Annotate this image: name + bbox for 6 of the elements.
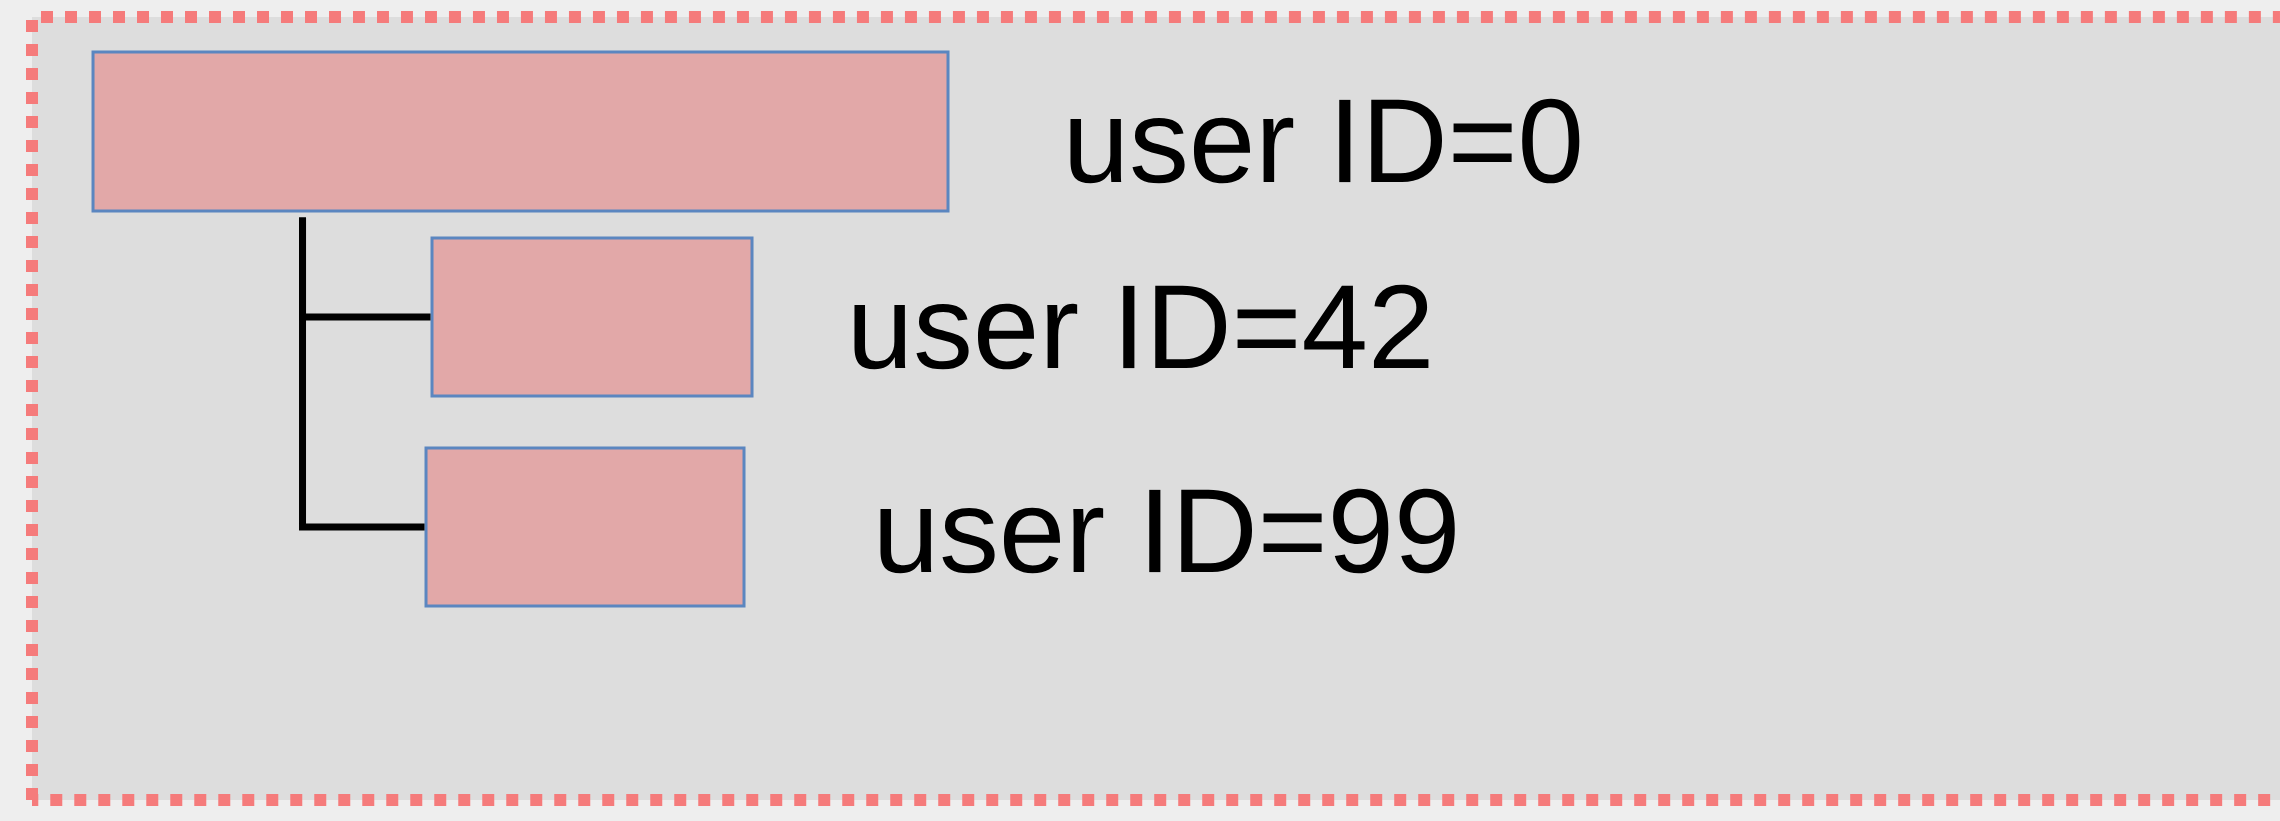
box <box>424 446 746 608</box>
box-label: user ID=42 <box>854 284 1429 370</box>
box-label: user ID=0 <box>1070 98 1580 184</box>
box <box>430 236 754 398</box>
box-label: user ID=99 <box>880 488 1455 574</box>
box <box>91 50 950 213</box>
